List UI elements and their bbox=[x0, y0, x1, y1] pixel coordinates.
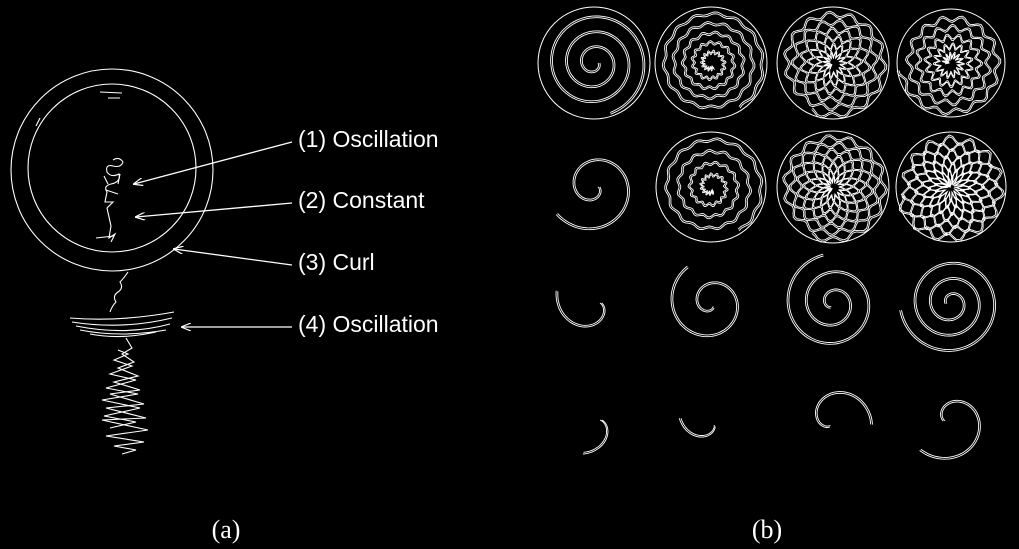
spiral-path bbox=[788, 255, 869, 343]
spiral-path bbox=[666, 139, 762, 230]
spiral-cell bbox=[786, 253, 871, 345]
annotation-1: (1) Oscillation bbox=[134, 126, 439, 184]
central-oscillation bbox=[104, 157, 124, 243]
spiral-cell bbox=[654, 6, 768, 120]
spiral-path bbox=[670, 265, 739, 338]
lower-oscillation bbox=[101, 337, 149, 455]
panel-a-drawing bbox=[10, 68, 214, 455]
arrow-oscillation-1 bbox=[134, 141, 293, 184]
spiral-path bbox=[816, 392, 872, 427]
spiral-boundary bbox=[537, 6, 651, 120]
caption-a: (a) bbox=[212, 515, 241, 544]
spiral-cell bbox=[895, 131, 1007, 243]
spiral-path bbox=[899, 261, 996, 352]
spiral-path bbox=[896, 15, 1002, 116]
spiral-boundary bbox=[776, 130, 890, 244]
spiral-cell bbox=[555, 158, 630, 231]
spiral-cell bbox=[815, 391, 873, 428]
annotation-4: (4) Oscillation bbox=[182, 311, 439, 337]
spiral-path bbox=[661, 11, 765, 110]
label-curl: (3) Curl bbox=[298, 249, 375, 275]
spiral-path bbox=[582, 419, 609, 455]
label-constant: (2) Constant bbox=[298, 187, 425, 213]
stem-curl bbox=[109, 271, 129, 313]
annotation-2: (2) Constant bbox=[136, 187, 425, 217]
spiral-cell bbox=[899, 261, 996, 352]
spiral-cell bbox=[655, 131, 767, 243]
spiral-path bbox=[783, 10, 888, 119]
spiral-path bbox=[663, 13, 763, 108]
spiral-path bbox=[901, 263, 995, 351]
arrow-curl bbox=[174, 249, 293, 266]
spiral-path bbox=[900, 136, 1004, 240]
panel-a: (1) Oscillation (2) Constant (3) Curl (4… bbox=[10, 68, 439, 544]
spiral-grid bbox=[537, 6, 1007, 460]
central-marks bbox=[103, 173, 121, 195]
spiral-path bbox=[815, 391, 873, 428]
spiral-path bbox=[898, 17, 1000, 115]
outer-ring bbox=[10, 68, 214, 272]
spiral-boundary bbox=[776, 6, 890, 120]
spiral-path bbox=[557, 160, 629, 229]
spiral-path bbox=[555, 158, 630, 231]
spiral-path bbox=[782, 134, 888, 243]
spiral-path bbox=[898, 134, 1005, 242]
spiral-path bbox=[550, 15, 646, 115]
spiral-boundary bbox=[654, 6, 768, 120]
oscillation-band bbox=[69, 311, 175, 338]
annotation-3: (3) Curl bbox=[174, 249, 375, 275]
inner-ring bbox=[27, 83, 197, 253]
spiral-cell bbox=[776, 6, 890, 120]
spiral-cell bbox=[537, 6, 651, 120]
spiral-cell bbox=[555, 290, 606, 328]
spiral-path bbox=[786, 253, 871, 345]
spiral-cell bbox=[919, 399, 981, 460]
spiral-cell bbox=[896, 8, 1006, 118]
label-oscillation-4: (4) Oscillation bbox=[298, 311, 439, 337]
label-oscillation-1: (1) Oscillation bbox=[298, 126, 439, 152]
spiral-path bbox=[664, 137, 764, 232]
spiral-path bbox=[672, 267, 738, 336]
spiral-path bbox=[678, 418, 716, 438]
spiral-path bbox=[920, 401, 980, 458]
spiral-path bbox=[919, 399, 981, 460]
spiral-boundary bbox=[895, 131, 1007, 243]
spiral-path bbox=[557, 291, 605, 326]
spiral-cell bbox=[582, 419, 609, 455]
spiral-path bbox=[583, 419, 607, 453]
spiral-path bbox=[555, 290, 606, 328]
spiral-cell bbox=[670, 265, 739, 338]
spiral-path bbox=[784, 12, 886, 117]
arrow-constant bbox=[136, 202, 293, 217]
spiral-path bbox=[551, 17, 644, 113]
spiral-boundary bbox=[896, 8, 1006, 118]
panel-b: (b) bbox=[537, 6, 1007, 544]
lower-oscillation-2 bbox=[101, 349, 141, 429]
spiral-boundary bbox=[655, 131, 767, 243]
spiral-cell bbox=[776, 130, 890, 244]
inner-fragment bbox=[35, 91, 123, 239]
spiral-path bbox=[680, 418, 715, 436]
spiral-cell bbox=[678, 418, 716, 438]
caption-b: (b) bbox=[752, 515, 782, 544]
